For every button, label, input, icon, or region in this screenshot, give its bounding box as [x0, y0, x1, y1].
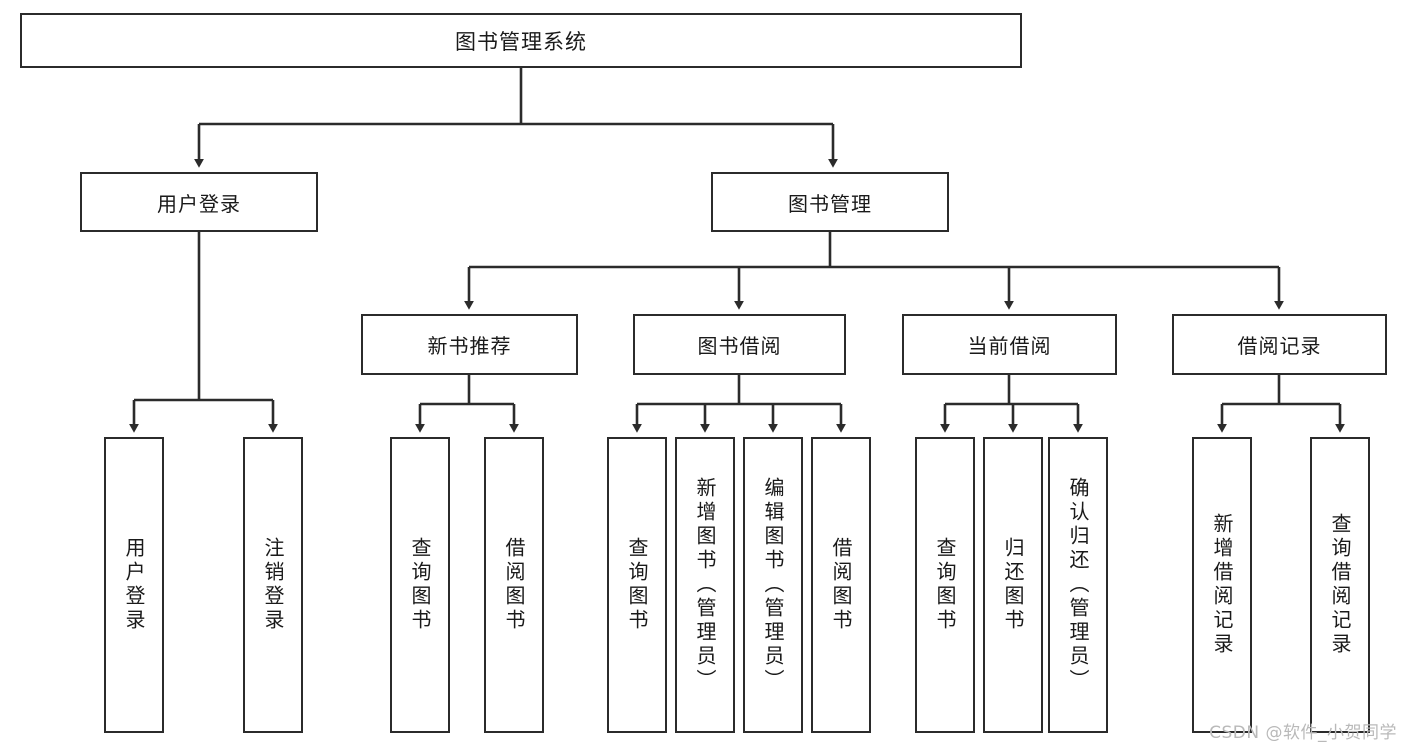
leaf-borrow-book-newbook-label: 借阅图书 — [502, 537, 526, 633]
node-borrow-record[interactable]: 借阅记录 — [1172, 314, 1387, 375]
leaf-add-book-admin[interactable]: 新增图书（管理员） — [675, 437, 735, 733]
leaf-query-borrow-record-label: 查询借阅记录 — [1328, 513, 1352, 657]
node-book-management-label: 图书管理 — [788, 191, 872, 216]
node-borrow-record-label: 借阅记录 — [1237, 334, 1322, 358]
node-new-book-recommend-label: 新书推荐 — [427, 334, 512, 358]
node-book-borrow-label: 图书借阅 — [697, 334, 782, 358]
leaf-return-book-label: 归还图书 — [1001, 537, 1025, 633]
leaf-user-login-label: 用户登录 — [122, 537, 146, 633]
leaf-confirm-return-admin-label: 确认归还（管理员） — [1066, 477, 1090, 693]
node-root-label: 图书管理系统 — [455, 29, 587, 54]
leaf-add-borrow-record[interactable]: 新增借阅记录 — [1192, 437, 1252, 733]
node-book-borrow[interactable]: 图书借阅 — [633, 314, 846, 375]
leaf-logout-label: 注销登录 — [261, 537, 285, 633]
node-current-borrow-label: 当前借阅 — [967, 334, 1052, 358]
leaf-query-book-current-label: 查询图书 — [933, 537, 957, 633]
node-root[interactable]: 图书管理系统 — [20, 13, 1022, 68]
leaf-query-book-newbook-label: 查询图书 — [408, 537, 432, 633]
node-new-book-recommend[interactable]: 新书推荐 — [361, 314, 578, 375]
node-user-login-label: 用户登录 — [157, 191, 241, 216]
leaf-query-book-newbook[interactable]: 查询图书 — [390, 437, 450, 733]
leaf-query-book-current[interactable]: 查询图书 — [915, 437, 975, 733]
node-current-borrow[interactable]: 当前借阅 — [902, 314, 1117, 375]
leaf-query-book-borrow-label: 查询图书 — [625, 537, 649, 633]
leaf-logout[interactable]: 注销登录 — [243, 437, 303, 733]
leaf-confirm-return-admin[interactable]: 确认归还（管理员） — [1048, 437, 1108, 733]
node-user-login[interactable]: 用户登录 — [80, 172, 318, 232]
leaf-borrow-book[interactable]: 借阅图书 — [811, 437, 871, 733]
leaf-user-login[interactable]: 用户登录 — [104, 437, 164, 733]
leaf-edit-book-admin[interactable]: 编辑图书（管理员） — [743, 437, 803, 733]
leaf-borrow-book-newbook[interactable]: 借阅图书 — [484, 437, 544, 733]
node-book-management[interactable]: 图书管理 — [711, 172, 949, 232]
leaf-edit-book-admin-label: 编辑图书（管理员） — [761, 477, 785, 693]
leaf-add-book-admin-label: 新增图书（管理员） — [693, 477, 717, 693]
leaf-return-book[interactable]: 归还图书 — [983, 437, 1043, 733]
leaf-query-borrow-record[interactable]: 查询借阅记录 — [1310, 437, 1370, 733]
leaf-add-borrow-record-label: 新增借阅记录 — [1210, 513, 1234, 657]
leaf-query-book-borrow[interactable]: 查询图书 — [607, 437, 667, 733]
leaf-borrow-book-label: 借阅图书 — [829, 537, 853, 633]
